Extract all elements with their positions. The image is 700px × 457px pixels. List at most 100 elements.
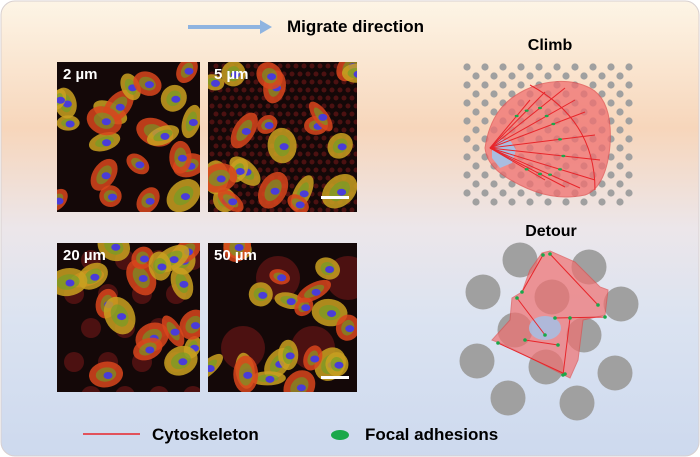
nucleus-mark (90, 273, 100, 281)
pillar (508, 72, 516, 80)
pillar-mark (321, 87, 327, 93)
nucleus-mark (169, 256, 179, 264)
pillar-mark (329, 103, 335, 109)
pillar (526, 198, 534, 206)
pillar-mark (309, 159, 315, 165)
pillar-mark (269, 159, 275, 165)
pillar (472, 90, 480, 98)
pillar (463, 189, 471, 197)
nucleus-mark (337, 143, 347, 151)
focal-adhesion (515, 296, 519, 300)
pillar-mark (313, 183, 319, 189)
pillar-mark (305, 151, 311, 157)
pillar-mark (301, 111, 307, 117)
pillar (502, 242, 538, 278)
nucleus-mark (57, 197, 64, 205)
pillar (625, 189, 633, 197)
cell-body (491, 250, 609, 379)
pillar-mark (213, 63, 219, 69)
pillar-mark (217, 151, 223, 157)
stress-fiber (489, 147, 601, 161)
nucleus-mark (57, 96, 65, 104)
pillar (544, 72, 552, 80)
pillar-mark (341, 207, 347, 212)
nucleus-mark (101, 172, 111, 180)
nucleus-mark (265, 375, 275, 383)
pillar-mark (64, 352, 84, 372)
pillar (481, 117, 489, 125)
pillar (598, 72, 606, 80)
stress-fiber (516, 297, 546, 336)
pillar-mark (317, 95, 323, 101)
detour-title: Detour (525, 223, 577, 240)
stress-fiber (489, 87, 566, 149)
pillar-mark (297, 151, 303, 157)
pillar-mark (253, 143, 259, 149)
pillar-mark (345, 87, 351, 93)
pillar-mark (329, 87, 335, 93)
focal-adhesion (520, 290, 524, 294)
pillar (603, 286, 639, 322)
pillar-mark (253, 63, 259, 69)
nucleus-mark (310, 355, 320, 363)
pillar (481, 81, 489, 89)
stress-fiber (549, 253, 599, 306)
pillar-mark (321, 103, 327, 109)
focal-adhesion (548, 252, 552, 256)
pillar-mark (305, 167, 311, 173)
focal-adhesion (514, 114, 519, 118)
pillar-mark (281, 199, 287, 205)
pillar (616, 72, 624, 80)
pillar-mark (225, 119, 231, 125)
pillar (580, 72, 588, 80)
pillar-mark (249, 103, 255, 109)
nucleus-mark (211, 79, 221, 87)
pillar (463, 63, 471, 71)
pillar (625, 171, 633, 179)
nucleus-mark (111, 243, 121, 251)
pillar (589, 63, 597, 71)
pillar-mark (233, 183, 239, 189)
pillar (607, 189, 615, 197)
stress-fiber (497, 342, 566, 375)
pillar-mark (309, 63, 315, 69)
pillar-mark (81, 386, 101, 392)
pillar (465, 274, 501, 310)
nucleus-mark (285, 352, 295, 360)
pillar-mark (313, 71, 319, 77)
pillar-mark (253, 95, 259, 101)
pillar-mark (241, 151, 247, 157)
nucleus-mark (62, 100, 72, 108)
focal-adhesion (538, 172, 542, 176)
pillar (562, 72, 570, 80)
nucleus-mark (177, 154, 187, 162)
pillar-mark (309, 79, 315, 85)
nucleus-mark (144, 81, 154, 89)
pillar (463, 99, 471, 107)
pillar (625, 153, 633, 161)
pillar-mark (285, 95, 291, 101)
pillar-mark (309, 95, 315, 101)
nucleus-mark (101, 118, 111, 126)
pillar (562, 198, 570, 206)
pillar-mark (281, 103, 287, 109)
pillar (499, 189, 507, 197)
pillar-mark (293, 175, 299, 181)
pillar-mark (209, 103, 215, 109)
nucleus-mark (267, 73, 277, 81)
pillar-mark (289, 183, 295, 189)
nucleus-mark (179, 280, 189, 288)
pillar-mark (225, 103, 231, 109)
nucleus-mark (65, 120, 75, 128)
pillar-mark (289, 167, 295, 173)
pillar (463, 153, 471, 161)
pillar-mark (345, 103, 351, 109)
nucleus-mark (145, 346, 155, 354)
stress-fiber (489, 91, 546, 149)
pillar (463, 171, 471, 179)
pillar (616, 198, 624, 206)
pillar (553, 63, 561, 71)
pillar-mark (313, 87, 319, 93)
climb-schematic (463, 63, 633, 206)
